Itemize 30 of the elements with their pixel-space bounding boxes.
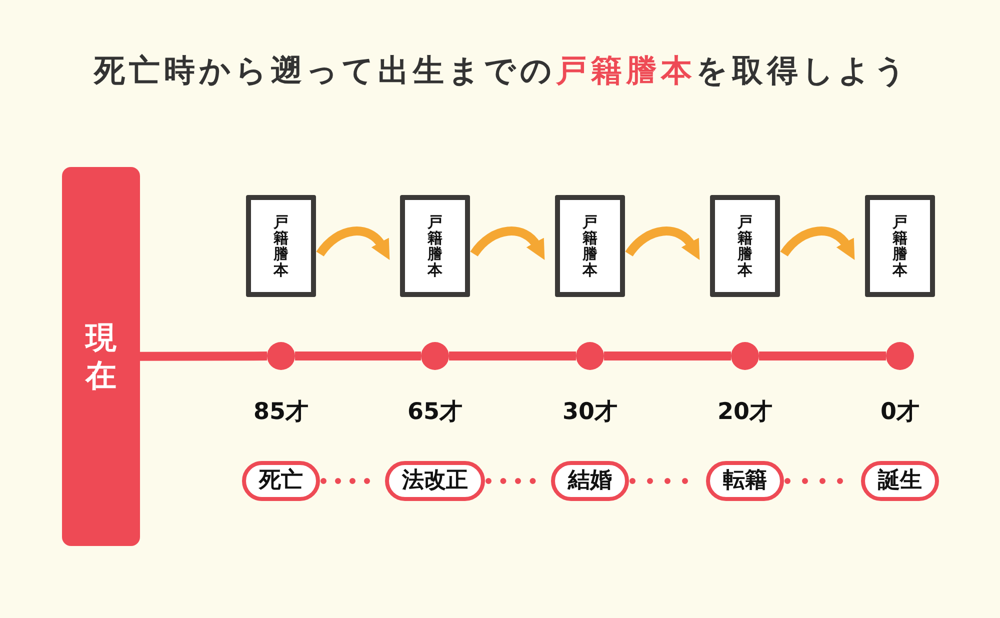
age-label: 0才 (880, 400, 920, 424)
document-box: 戸籍謄本 (400, 195, 470, 297)
timeline-line (140, 352, 268, 361)
document-box: 戸籍謄本 (246, 195, 316, 297)
event-pill: 転籍 (706, 461, 784, 501)
document-box: 戸籍謄本 (555, 195, 625, 297)
timeline-line (449, 352, 576, 360)
curved-arrow (625, 226, 702, 260)
curved-arrow (470, 226, 546, 260)
timeline-dot (731, 342, 759, 370)
present-bar: 現在 (62, 167, 140, 546)
event-pill: 結婚 (551, 461, 629, 501)
curved-arrow (780, 226, 856, 260)
timeline-dot (421, 342, 449, 370)
age-label: 30才 (562, 400, 618, 424)
timeline-line (759, 352, 886, 360)
document-box: 戸籍謄本 (710, 195, 780, 297)
age-label: 65才 (408, 400, 462, 424)
age-label: 20才 (718, 400, 772, 424)
timeline-dot (886, 342, 914, 370)
title: 死亡時から遡って出生までの戸籍謄本を取得しよう (94, 52, 910, 91)
timeline-dot (267, 342, 295, 370)
document-box: 戸籍謄本 (865, 195, 935, 297)
age-label: 85才 (254, 400, 308, 424)
timeline-dot (576, 342, 604, 370)
event-pill: 死亡 (242, 461, 320, 501)
timeline-line (604, 352, 731, 360)
timeline-line (295, 352, 421, 360)
event-pill: 法改正 (385, 461, 485, 501)
event-pill: 誕生 (861, 461, 939, 501)
